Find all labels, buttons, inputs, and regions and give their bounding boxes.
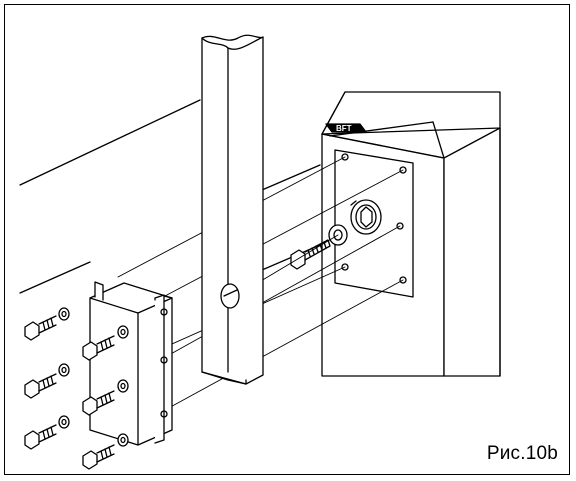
plate-hole <box>396 222 404 230</box>
post-hole <box>220 283 240 309</box>
brand-logo: BFT <box>325 123 367 133</box>
bolt <box>82 433 129 470</box>
washer <box>58 415 70 429</box>
bolt <box>24 307 70 341</box>
bolt <box>24 363 70 399</box>
plate-hole <box>399 166 407 174</box>
plate-hole <box>341 153 349 161</box>
bracket-hole <box>160 356 168 364</box>
bracket-hole <box>160 410 168 418</box>
bolt <box>82 325 129 361</box>
figure-label: Рис.10b <box>486 443 558 464</box>
brand-logo-text: BFT <box>336 124 352 133</box>
washer <box>117 379 129 393</box>
washer <box>58 307 70 321</box>
bolt <box>24 415 70 450</box>
washer <box>117 433 129 447</box>
washer <box>58 363 70 377</box>
bracket-hole <box>160 308 168 316</box>
plate-hole <box>399 276 407 284</box>
u-bracket <box>89 281 173 446</box>
bolt <box>82 379 129 416</box>
plate-hole <box>341 263 349 271</box>
center-bolt <box>290 239 331 270</box>
washer <box>117 325 129 339</box>
gate-leaf <box>19 99 321 294</box>
output-shaft <box>350 199 382 235</box>
square-post <box>201 34 264 385</box>
